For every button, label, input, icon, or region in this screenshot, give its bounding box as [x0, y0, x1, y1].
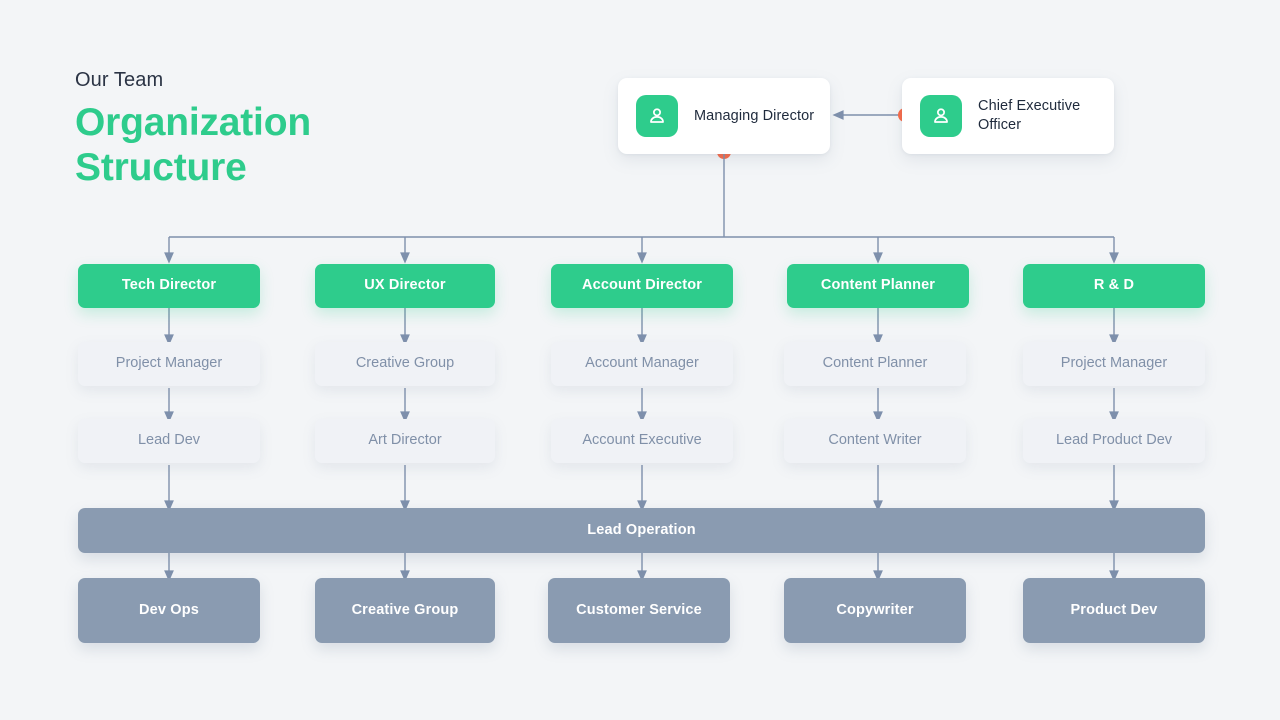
node-label: UX Director — [364, 277, 446, 294]
node-label: Copywriter — [836, 601, 914, 618]
node-label: Creative Group — [355, 355, 455, 372]
node-label: Lead Dev — [137, 432, 201, 449]
node-label: Tech Director — [121, 277, 217, 294]
node-label: Art Director — [368, 432, 442, 449]
node-label: Lead Operation — [587, 521, 696, 538]
node-level3-4[interactable]: Content Writer — [784, 419, 966, 463]
node-director-1[interactable]: Tech Director — [78, 264, 260, 308]
node-level2-2[interactable]: Creative Group — [315, 342, 495, 386]
node-bottom-4[interactable]: Copywriter — [784, 578, 966, 643]
node-label: R & D — [1093, 277, 1135, 294]
node-bottom-1[interactable]: Dev Ops — [78, 578, 260, 643]
node-director-3[interactable]: Account Director — [551, 264, 733, 308]
node-level3-2[interactable]: Art Director — [315, 419, 495, 463]
eyebrow-text: Our Team — [75, 69, 164, 91]
node-label: Managing Director — [694, 107, 815, 124]
headline-line-1: Organization — [75, 101, 311, 144]
node-level2-1[interactable]: Project Manager — [78, 342, 260, 386]
node-director-2[interactable]: UX Director — [315, 264, 495, 308]
node-label: Content Planner — [822, 355, 928, 372]
node-label: Dev Ops — [139, 601, 199, 618]
node-level3-3[interactable]: Account Executive — [551, 419, 733, 463]
node-label: Account Director — [581, 277, 703, 294]
node-label: Customer Service — [576, 601, 702, 618]
node-label: Project Manager — [1060, 355, 1168, 372]
person-icon — [636, 95, 678, 137]
node-label: Content Planner — [820, 277, 936, 294]
node-label: Project Manager — [115, 355, 223, 372]
node-label: Product Dev — [1070, 601, 1158, 618]
node-label: Lead Product Dev — [1055, 432, 1173, 449]
node-bottom-2[interactable]: Creative Group — [315, 578, 495, 643]
node-level3-1[interactable]: Lead Dev — [78, 419, 260, 463]
node-director-4[interactable]: Content Planner — [787, 264, 969, 308]
headline-line-2: Structure — [75, 146, 247, 189]
node-director-5[interactable]: R & D — [1023, 264, 1205, 308]
node-label: Account Executive — [582, 432, 702, 449]
headline-text: Organization Structure — [75, 100, 495, 190]
node-level2-3[interactable]: Account Manager — [551, 342, 733, 386]
node-managing-director[interactable]: Managing Director — [618, 78, 830, 154]
node-chief-executive-officer[interactable]: Chief Executive Officer — [902, 78, 1114, 154]
node-bottom-3[interactable]: Customer Service — [548, 578, 730, 643]
node-bottom-5[interactable]: Product Dev — [1023, 578, 1205, 643]
node-label: Creative Group — [351, 601, 459, 618]
page-title: Our Team Organization Structure — [75, 66, 495, 190]
node-label: Account Manager — [585, 355, 699, 372]
node-level3-5[interactable]: Lead Product Dev — [1023, 419, 1205, 463]
node-level2-5[interactable]: Project Manager — [1023, 342, 1205, 386]
node-lead-operation[interactable]: Lead Operation — [78, 508, 1205, 553]
node-level2-4[interactable]: Content Planner — [784, 342, 966, 386]
person-icon — [920, 95, 962, 137]
node-label: Content Writer — [828, 432, 922, 449]
node-label: Chief Executive Officer — [978, 98, 1081, 133]
